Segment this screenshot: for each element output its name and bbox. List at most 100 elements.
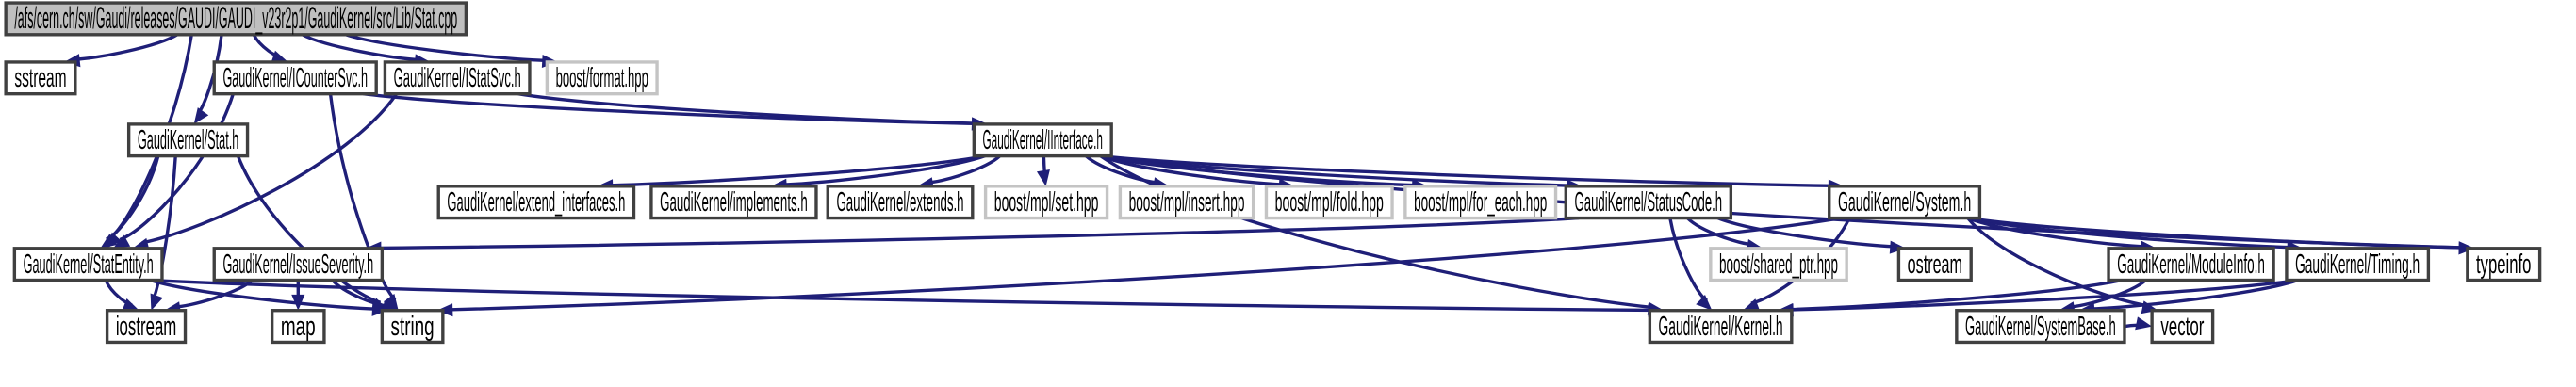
node-icountersvc[interactable]: GaudiKernel/ICounterSvc.h — [212, 60, 378, 96]
node-box — [1828, 185, 1982, 220]
node-box — [2150, 309, 2215, 345]
node-box — [2466, 247, 2542, 282]
node-box — [12, 247, 164, 282]
node-issueseverity[interactable]: GaudiKernel/IssueSeverity.h — [212, 247, 385, 282]
node-box — [983, 185, 1109, 220]
edge-iinterface-to-implements — [781, 154, 986, 186]
node-system[interactable]: GaudiKernel/System.h — [1828, 185, 1982, 220]
node-vector[interactable]: vector — [2150, 309, 2215, 345]
node-label: vector — [2160, 312, 2204, 342]
node-statentity[interactable]: GaudiKernel/StatEntity.h — [12, 247, 164, 282]
node-label: GaudiKernel/System.h — [1838, 187, 1971, 218]
node-boostformat[interactable]: boost/format.hpp — [545, 60, 659, 96]
node-mpl_set[interactable]: boost/mpl/set.hpp — [983, 185, 1109, 220]
edge-system-to-moduleinfo — [1967, 217, 2146, 249]
node-string[interactable]: string — [380, 309, 445, 345]
node-box — [826, 185, 975, 220]
edge-icountersvc-to-string — [328, 93, 397, 301]
edge-statentity-to-string — [149, 278, 378, 311]
arrow-head — [1696, 295, 1713, 311]
edge-iinterface-to-system — [1100, 153, 1834, 188]
node-box — [545, 60, 659, 96]
node-statuscode[interactable]: GaudiKernel/StatusCode.h — [1564, 185, 1733, 220]
node-label: /afs/cern.ch/sw/Gaudi/releases/GAUDI/GAU… — [14, 1, 457, 35]
node-systembase[interactable]: GaudiKernel/SystemBase.h — [1955, 309, 2126, 345]
node-label: iostream — [116, 312, 176, 342]
edges-layer — [63, 33, 2475, 331]
node-typeinfo[interactable]: typeinfo — [2466, 247, 2542, 282]
node-kernel[interactable]: GaudiKernel/Kernel.h — [1648, 309, 1794, 345]
arrow-head — [291, 294, 305, 311]
node-label: GaudiKernel/Stat.h — [138, 125, 238, 155]
edge-statentity-to-kernel — [150, 278, 1653, 313]
node-label: GaudiKernel/StatEntity.h — [24, 250, 154, 280]
node-iostream[interactable]: iostream — [105, 309, 188, 345]
node-label: GaudiKernel/extends.h — [836, 187, 963, 218]
arrow-head — [371, 302, 388, 316]
node-iinterface[interactable]: GaudiKernel/IInterface.h — [972, 122, 1113, 158]
node-label: GaudiKernel/IStatSvc.h — [394, 63, 521, 93]
node-shared_ptr[interactable]: boost/shared_ptr.hpp — [1709, 247, 1848, 282]
node-label: boost/mpl/fold.hpp — [1275, 187, 1384, 218]
node-box — [1648, 309, 1794, 345]
edge-iinterface-to-extend_interfaces — [608, 153, 986, 187]
node-label: GaudiKernel/SystemBase.h — [1965, 312, 2116, 342]
edge-root-to-istatsvc — [301, 33, 420, 62]
node-box — [1709, 247, 1848, 282]
edge-istatsvc-to-statentity — [141, 92, 399, 245]
node-box — [270, 309, 326, 345]
arrow-head — [150, 293, 163, 311]
node-label: GaudiKernel/Timing.h — [2295, 250, 2420, 280]
node-box — [1955, 309, 2126, 345]
node-root[interactable]: /afs/cern.ch/sw/Gaudi/releases/GAUDI/GAU… — [4, 1, 468, 37]
node-box — [126, 122, 250, 158]
node-mpl_fold[interactable]: boost/mpl/fold.hpp — [1264, 185, 1394, 220]
node-label: boost/format.hpp — [556, 63, 648, 93]
node-box — [212, 247, 385, 282]
arrow-head — [100, 234, 118, 249]
node-label: GaudiKernel/ModuleInfo.h — [2117, 250, 2265, 280]
edge-timing-to-systembase — [2089, 278, 2299, 311]
edge-iinterface-to-mpl_fold — [1099, 154, 1285, 186]
edge-istatsvc-to-iinterface — [517, 92, 977, 125]
arrow-head — [436, 303, 453, 317]
arrow-head — [122, 298, 139, 312]
edge-icountersvc-to-statentity — [119, 93, 235, 242]
node-box — [212, 60, 378, 96]
node-mpl_insert[interactable]: boost/mpl/insert.hpp — [1118, 185, 1255, 220]
node-ostream[interactable]: ostream — [1896, 247, 1973, 282]
node-extends[interactable]: GaudiKernel/extends.h — [826, 185, 975, 220]
node-timing[interactable]: GaudiKernel/Timing.h — [2285, 247, 2431, 282]
node-extend_interfaces[interactable]: GaudiKernel/extend_interfaces.h — [436, 185, 636, 220]
node-box — [1896, 247, 1973, 282]
node-istatsvc[interactable]: GaudiKernel/IStatSvc.h — [383, 60, 532, 96]
node-label: boost/shared_ptr.hpp — [1719, 250, 1838, 280]
node-label: GaudiKernel/ICounterSvc.h — [222, 63, 368, 93]
node-label: GaudiKernel/IssueSeverity.h — [222, 250, 373, 280]
node-label: typeinfo — [2476, 250, 2531, 280]
node-moduleinfo[interactable]: GaudiKernel/ModuleInfo.h — [2107, 247, 2275, 282]
node-label: map — [281, 312, 316, 342]
node-sstream[interactable]: sstream — [4, 60, 77, 96]
edge-stat-to-iostream — [151, 155, 177, 301]
arrow-head — [271, 50, 288, 64]
arrow-head — [1036, 169, 1050, 186]
node-implements[interactable]: GaudiKernel/implements.h — [649, 185, 818, 220]
node-label: ostream — [1908, 250, 1962, 280]
node-label: sstream — [14, 63, 66, 93]
node-box — [2285, 247, 2431, 282]
node-box — [436, 185, 636, 220]
edge-statuscode-to-ostream — [1716, 217, 1895, 249]
node-mpl_for_each[interactable]: boost/mpl/for_each.hpp — [1403, 185, 1558, 220]
node-map[interactable]: map — [270, 309, 326, 345]
node-stat[interactable]: GaudiKernel/Stat.h — [126, 122, 250, 158]
node-label: GaudiKernel/IInterface.h — [983, 125, 1103, 155]
edge-system-to-string — [448, 216, 1842, 312]
node-box — [4, 1, 468, 37]
edge-root-to-boostformat — [345, 33, 548, 63]
node-box — [4, 60, 77, 96]
arrow-head — [383, 293, 399, 311]
node-label: boost/mpl/set.hpp — [994, 187, 1099, 218]
